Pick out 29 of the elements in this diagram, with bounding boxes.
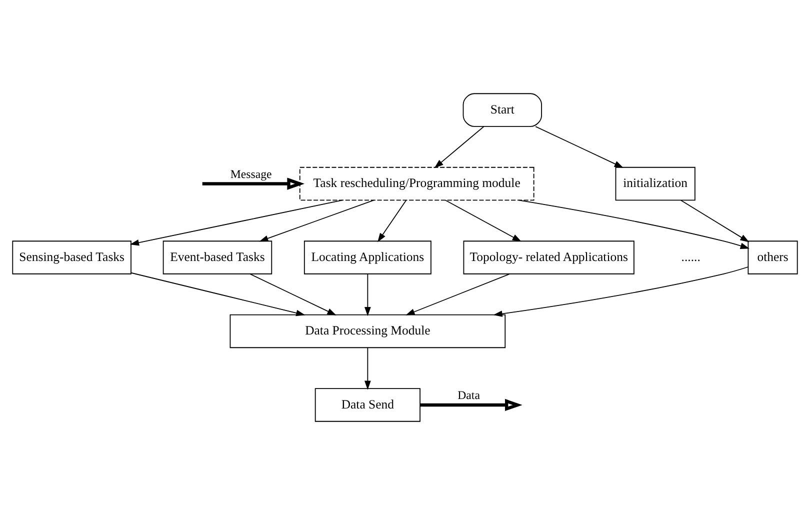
- arrow: [535, 126, 624, 168]
- arrow: [130, 200, 343, 246]
- arrow: [680, 200, 750, 242]
- node-box: Task rescheduling/Programming module: [299, 166, 534, 201]
- edge-label: Data: [458, 388, 480, 402]
- arrow: [130, 272, 306, 316]
- node-box: initialization: [615, 166, 696, 201]
- arrow: [434, 126, 484, 168]
- arrow: [445, 200, 522, 242]
- node-box: Topology- related Applications: [463, 240, 634, 274]
- arrow: [493, 266, 748, 317]
- node-box: Event-based Tasks: [162, 240, 272, 274]
- node-box: Data Processing Module: [230, 314, 506, 348]
- arrow: [518, 200, 750, 249]
- arrow: [364, 347, 371, 390]
- arrow: [378, 200, 407, 242]
- arrow: [420, 398, 522, 412]
- node-box: others: [748, 240, 798, 274]
- arrow: [202, 178, 304, 190]
- label: ......: [681, 250, 700, 264]
- arrow: [250, 274, 336, 316]
- arrow: [364, 274, 371, 316]
- arrow: [406, 274, 510, 316]
- edge-label: Message: [230, 166, 272, 181]
- node-box: Start: [462, 93, 542, 127]
- node-box: Locating Applications: [304, 240, 432, 274]
- arrow: [259, 200, 374, 242]
- node-box: Sensing-based Tasks: [12, 240, 132, 274]
- node-box: Data Send: [314, 388, 420, 422]
